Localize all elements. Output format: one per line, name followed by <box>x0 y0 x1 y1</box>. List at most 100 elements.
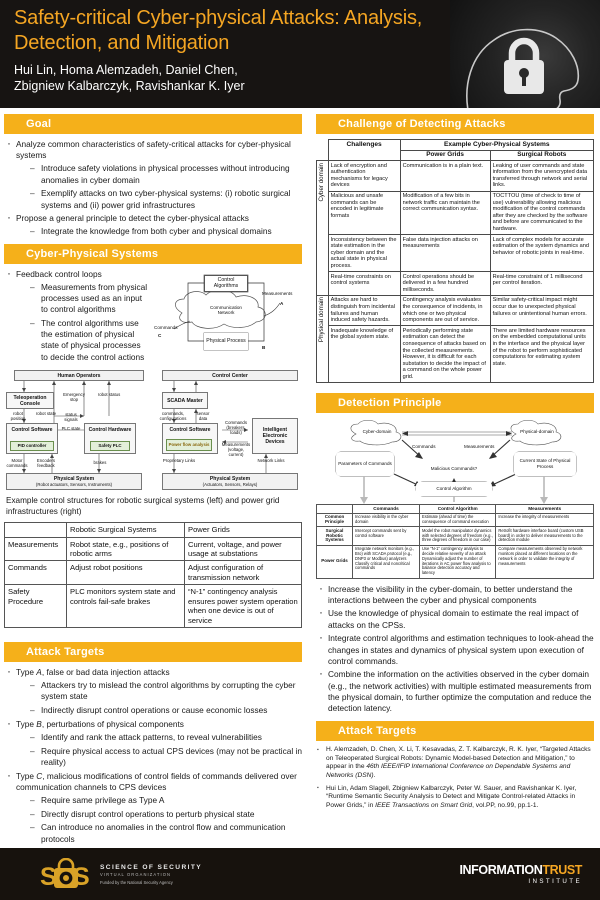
iti-logo-block: INFORMATIONTRUST INSTITUTE <box>459 863 582 885</box>
bullet-text: Type B, perturbations of physical compon… <box>16 718 184 729</box>
label-sensor-data: sensor data <box>196 411 210 422</box>
sos-logo-block: S S SCIENCE OF SECURITY VIRTUAL ORGANIZA… <box>40 858 202 890</box>
table-row: Malicious and unsafe commands can be enc… <box>317 190 595 236</box>
th-robotic-surgical: Robotic Surgical Systems <box>66 522 185 538</box>
th-power-grids: Power Grids <box>184 522 302 538</box>
cell-challenge: Attacks are hard to distinguish from inc… <box>327 294 401 327</box>
page-title: Safety-critical Cyber-physical Attacks: … <box>14 6 454 56</box>
label-brakes: brakes <box>93 460 107 466</box>
list-item: Exemplify attacks on two cyber-physical … <box>30 188 302 210</box>
cell-value: Adjust robot positions <box>66 560 185 586</box>
label-measurements: Measurements <box>464 444 495 449</box>
cell-measurements: Retrofit hardware interface board (custo… <box>495 526 594 546</box>
table-row: Inadequate knowledge of the global syste… <box>317 325 595 383</box>
cps-top-row: Feedback control loops Measurements from… <box>4 267 302 366</box>
list-item: The control algorithms use the estimatio… <box>30 318 148 363</box>
goal-sublist-0: Introduce safety violations in physical … <box>16 163 302 210</box>
row-label-surgical-robotic: Surgical Robotic Systems <box>316 526 353 546</box>
label-commands: Commands <box>412 444 436 449</box>
list-item: Use the knowledge of physical domain to … <box>316 606 594 630</box>
detection-principle-table: Commands Control Algorithm Measurements … <box>316 504 594 579</box>
poster-columns: Goal Analyze common characteristics of s… <box>0 108 600 847</box>
table-row: Real-time constraints on control systems… <box>317 271 595 296</box>
row-label-common-principle: Common Principle <box>316 512 353 528</box>
domain-label-cyber: Cyber domain <box>316 160 329 296</box>
cell-row-label: Commands <box>4 560 67 586</box>
domain-label-physical: Physical domain <box>316 294 329 384</box>
list-item: Directly disrupt control operations to p… <box>30 809 302 820</box>
cell-control-algorithm: Model the robot manipulator dynamics wit… <box>418 526 497 546</box>
list-item: Type C, malicious modifications of contr… <box>4 769 302 845</box>
th-power-grids: Power Grids <box>399 149 491 162</box>
challenge-table: Challenges Example Cyber-Physical System… <box>316 138 595 384</box>
th-commands: Commands <box>352 504 420 514</box>
cell-value: “N-1” contingency analysis ensures power… <box>184 584 302 628</box>
cell-control-algorithm: Estimate (ahead of time) the consequence… <box>418 512 497 528</box>
goal-bullet-list: Analyze common characteristics of safety… <box>4 137 302 238</box>
cell-value: PLC monitors system state and controls f… <box>66 584 185 628</box>
attack-sublist-b: Identify and rank the attack patterns, t… <box>16 732 302 768</box>
iti-line-2: INSTITUTE <box>528 878 582 885</box>
table-row: Safety Procedure PLC monitors system sta… <box>4 584 302 628</box>
section-header-detection: Detection Principle <box>316 393 594 413</box>
right-column: Challenge of Detecting Attacks Challenge… <box>310 108 600 847</box>
detection-bullet-list: Increase the visibility in the cyber-dom… <box>316 582 594 715</box>
cps-sublist: Measurements from physical processes use… <box>16 282 148 363</box>
list-item: Increase the visibility in the cyber-dom… <box>316 582 594 606</box>
cell-power-grid: Contingency analysis evaluates the conse… <box>399 294 491 327</box>
box-control-center: Control Center <box>162 370 298 382</box>
powergrid-diagram-lines <box>172 381 268 474</box>
cell-value: Adjust configuration of transmission net… <box>184 560 302 586</box>
label-grid-commands: Commands (breakers, loads) <box>225 420 247 436</box>
cell-value: Current, voltage, and power usage at sub… <box>184 536 302 562</box>
poster-header: Safety-critical Cyber-physical Attacks: … <box>0 0 600 108</box>
cps-bullets: Feedback control loops Measurements from… <box>4 267 148 366</box>
list-item: Can introduce no anomalies in the contro… <box>30 822 302 844</box>
cell-control-algorithm: Use “N-1” contingency analysis to decide… <box>418 544 497 579</box>
box-parameters-of-commands: Parameters of Commands <box>336 452 394 476</box>
header-text-block: Safety-critical Cyber-physical Attacks: … <box>0 0 600 94</box>
box-physical-system-grid: Physical System (Actuators, Sensors, Rel… <box>162 473 298 491</box>
table-row: Inconsistency between the state estimati… <box>317 234 595 273</box>
section-header-attack-targets: Attack Targets <box>4 641 302 662</box>
cell-power-grid: Modification of a few bits in network tr… <box>399 190 491 236</box>
list-item: Integrate the knowledge from both cyber … <box>30 226 302 237</box>
box-current-state: Current State of Physical Process <box>514 452 576 476</box>
cell-commands: Increase visibility in the cyber domain <box>352 512 420 528</box>
th-blank <box>316 504 353 514</box>
list-item: Introduce safety violations in physical … <box>30 163 302 185</box>
reference-list: H. Alemzadeh, D. Chen, X. Li, T. Kesavad… <box>316 746 594 810</box>
label-robot-state: robot state <box>35 411 57 417</box>
svg-text:S: S <box>40 863 57 890</box>
list-item: Attackers try to mislead the control alg… <box>30 680 302 702</box>
header-photo <box>450 0 600 108</box>
cell-commands: Intercept commands sent by control softw… <box>352 526 420 546</box>
sos-line-3: Funded by the National Security Agency <box>100 879 173 885</box>
iti-word-trust: TRUST <box>542 863 582 877</box>
list-item: Integrate control algorithms and estimat… <box>316 631 594 667</box>
cell-measurements: Compare measurements observed by network… <box>495 544 594 579</box>
cell-surgical-robot: TOCTTOU (time of check to time of use) v… <box>489 190 595 236</box>
box-safety-plc: Safety PLC <box>90 441 130 452</box>
ref-text-plain: Hui Lin, Adam Slagell, Zbigniew Kalbarcz… <box>326 784 577 809</box>
th-example-cps: Example Cyber-Physical Systems <box>399 139 595 151</box>
row-label-power-grids: Power Grids <box>316 544 353 579</box>
table-row: Cyber domain Lack of encryption and auth… <box>316 160 595 296</box>
left-column: Goal Analyze common characteristics of s… <box>0 108 310 847</box>
box-control-algorithm: Control Algorithm <box>416 482 492 496</box>
sos-line-1: SCIENCE OF SECURITY <box>100 863 203 871</box>
attack-sublist-c: Require same privilege as Type A Directl… <box>16 795 302 845</box>
section-header-challenge: Challenge of Detecting Attacks <box>316 114 594 134</box>
diagram-label-measurements: Measurements <box>262 290 293 296</box>
iti-word-information: INFORMATION <box>459 863 543 877</box>
label-motor-commands: Motor commands <box>6 458 28 469</box>
cell-surgical-robot: Similar safety-critical impact might occ… <box>489 294 595 327</box>
title-line-1: Safety-critical Cyber-physical Attacks: … <box>14 7 423 29</box>
cell-power-grid: Control operations should be delivered i… <box>399 271 491 296</box>
cell-challenge: Real-time constraints on control systems <box>327 271 401 296</box>
cell-value: Robot state, e.g., positions of robotic … <box>66 536 185 562</box>
list-item: Type B, perturbations of physical compon… <box>4 717 302 768</box>
diagram-label-commands: Commands <box>154 324 178 330</box>
box-power-flow-analysis: Power flow analysis <box>166 439 212 452</box>
label-network-links: Network Links <box>257 458 285 464</box>
